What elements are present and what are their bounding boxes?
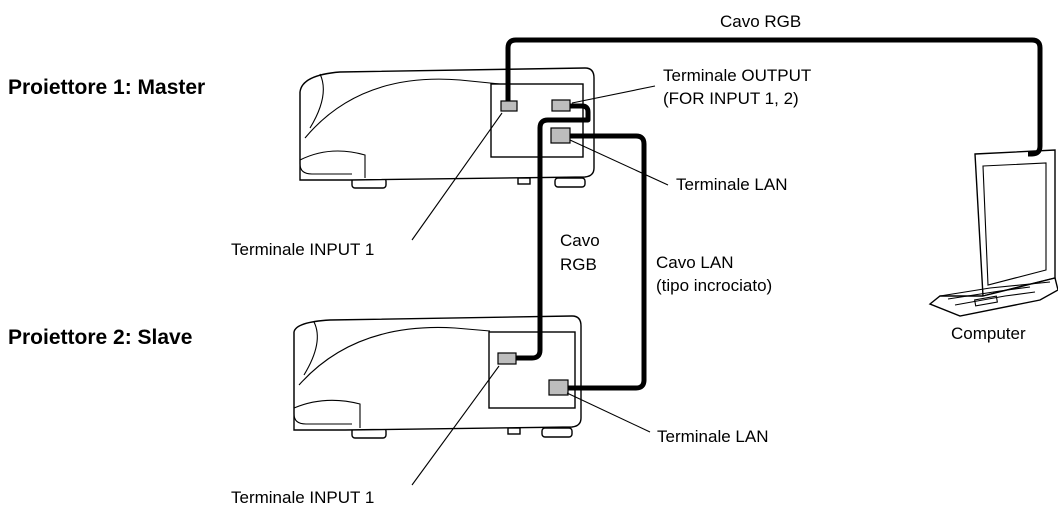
- rgb-cable-master-slave: [510, 103, 591, 361]
- input1-terminal-p2-label: Terminale INPUT 1: [231, 488, 374, 507]
- projector-1-master: [299, 67, 595, 189]
- p2-input1-port: [497, 352, 517, 365]
- computer-label: Computer: [951, 324, 1026, 343]
- lan-terminal-p2-label: Terminale LAN: [657, 427, 769, 446]
- rgb-cable-mid-label-2: RGB: [560, 255, 597, 274]
- lan-cable-label-1: Cavo LAN: [656, 253, 733, 272]
- p1-lan-port: [550, 127, 571, 144]
- input1-terminal-p1-label: Terminale INPUT 1: [231, 240, 374, 259]
- computer-laptop-icon: [928, 149, 1058, 317]
- rgb-cable-mid-label-1: Cavo: [560, 231, 600, 250]
- output-terminal-label-1: Terminale OUTPUT: [663, 66, 811, 85]
- rgb-cable-computer: [505, 37, 1043, 157]
- lan-terminal-p1-label: Terminale LAN: [676, 175, 788, 194]
- p2-lan-port: [548, 379, 569, 396]
- rgb-cable-top-label: Cavo RGB: [720, 12, 801, 31]
- projector2-title: Proiettore 2: Slave: [8, 326, 192, 349]
- p1-input1-port: [500, 100, 518, 112]
- lan-cable-label-2: (tipo incrociato): [656, 276, 772, 295]
- lan-cable-crossover: [566, 133, 647, 391]
- p1-output-port: [551, 99, 571, 112]
- output-terminal-label-2: (FOR INPUT 1, 2): [663, 89, 799, 108]
- projector1-title: Proiettore 1: Master: [8, 76, 205, 99]
